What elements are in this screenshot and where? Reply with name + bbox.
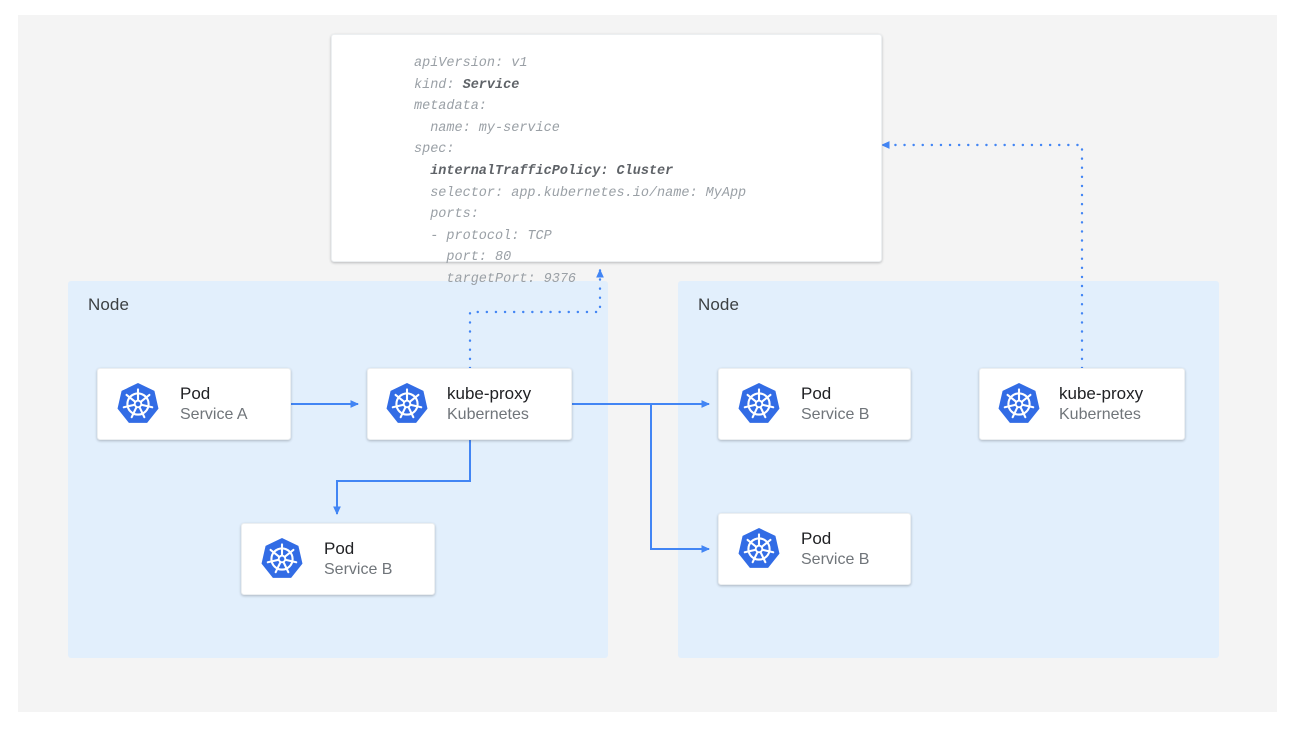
card-subtitle: Service A: [180, 405, 248, 423]
card-pod-service-b-right-top[interactable]: Pod Service B: [718, 368, 911, 440]
card-kube-proxy-right[interactable]: kube-proxy Kubernetes: [979, 368, 1185, 440]
kubernetes-icon: [385, 382, 429, 426]
card-subtitle: Kubernetes: [447, 405, 529, 423]
kubernetes-icon: [997, 382, 1041, 426]
card-title: kube-proxy: [1059, 383, 1144, 403]
card-subtitle: Kubernetes: [1059, 405, 1141, 423]
kubernetes-icon: [260, 537, 304, 581]
node-container-left: Node: [68, 281, 608, 658]
node-label-right: Node: [698, 295, 740, 314]
card-title: Pod: [324, 538, 355, 558]
node-label-left: Node: [88, 295, 130, 314]
service-manifest-card: apiVersion: v1 kind: Service metadata: n…: [331, 34, 882, 287]
card-subtitle: Service B: [801, 550, 870, 568]
card-pod-service-a[interactable]: Pod Service A: [97, 368, 291, 440]
card-title: Pod: [801, 528, 832, 548]
card-subtitle: Service B: [324, 560, 393, 578]
card-subtitle: Service B: [801, 405, 870, 423]
card-title: Pod: [180, 383, 211, 403]
card-title: Pod: [801, 383, 832, 403]
kubernetes-icon: [737, 527, 781, 571]
service-manifest-code: apiVersion: v1 kind: Service metadata: n…: [414, 56, 747, 287]
kubernetes-icon: [737, 382, 781, 426]
node-container-right: Node: [678, 281, 1219, 658]
card-kube-proxy-left[interactable]: kube-proxy Kubernetes: [367, 368, 572, 440]
card-pod-service-b-right-bottom[interactable]: Pod Service B: [718, 513, 911, 585]
card-pod-service-b-left[interactable]: Pod Service B: [241, 523, 435, 595]
card-title: kube-proxy: [447, 383, 532, 403]
kubernetes-icon: [116, 382, 160, 426]
